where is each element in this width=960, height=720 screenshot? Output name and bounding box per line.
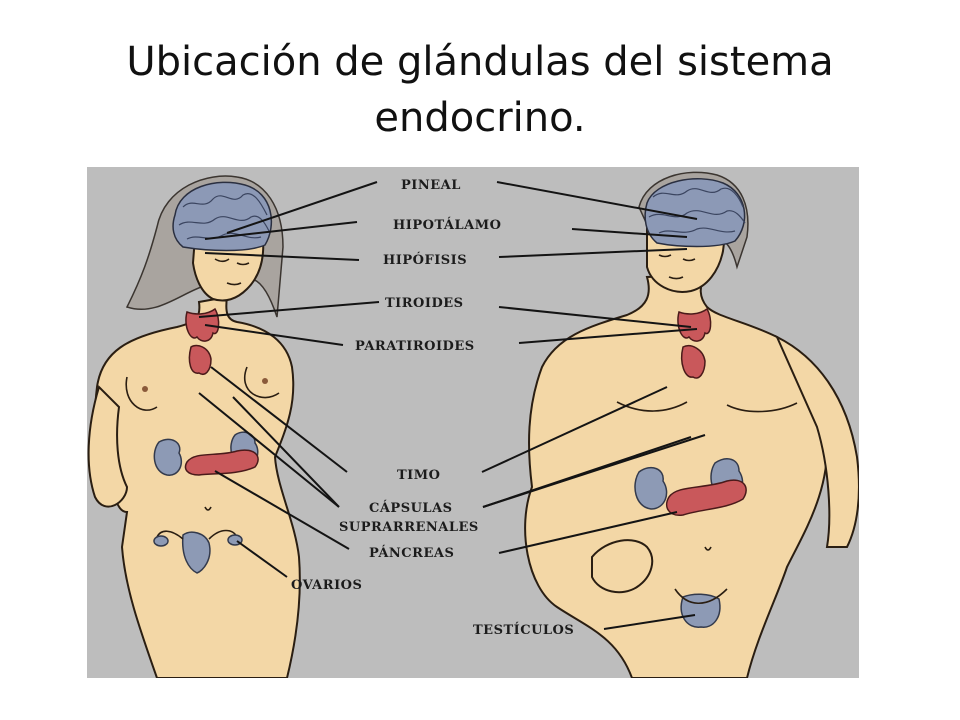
male-pancreas xyxy=(665,479,747,516)
female-pancreas xyxy=(184,449,259,476)
endocrine-diagram-svg: PINEAL HIPOTÁLAMO HIPÓFISIS TIROIDES PAR… xyxy=(87,171,859,678)
label-suprarrenales: SUPRARRENALES xyxy=(339,520,479,535)
female-eyes xyxy=(214,258,250,266)
leader-testiculos xyxy=(603,614,696,630)
leader-ovarios xyxy=(236,540,288,578)
slide-title: Ubicación de glándulas del sistema endoc… xyxy=(60,34,900,146)
leader-tiroides-right xyxy=(498,306,692,328)
female-ovary-left xyxy=(153,535,169,547)
male-brain-gyri xyxy=(648,187,746,234)
female-mouth xyxy=(226,282,242,286)
leader-tiroides-left xyxy=(198,301,380,318)
female-nipple-right xyxy=(262,378,268,384)
male-brain xyxy=(644,178,746,248)
label-timo: TIMO xyxy=(397,468,440,483)
leader-pineal-right xyxy=(496,181,698,220)
female-kidney-left xyxy=(153,438,183,476)
label-hipofisis: HIPÓFISIS xyxy=(383,251,467,268)
leader-capsulas-left-a xyxy=(198,392,340,508)
female-figure xyxy=(87,175,301,678)
leader-pancreas-right xyxy=(498,511,678,554)
female-uterus xyxy=(181,531,211,574)
leader-timo-right xyxy=(481,386,668,473)
male-groin xyxy=(674,588,728,604)
male-navel xyxy=(704,546,712,551)
leader-hipofisis-left xyxy=(204,252,360,261)
label-pineal: PINEAL xyxy=(401,178,461,193)
leader-pineal-left xyxy=(226,181,378,234)
label-testiculos: TESTÍCULOS xyxy=(473,622,574,638)
leader-timo-left xyxy=(210,366,348,473)
male-arm-right xyxy=(774,334,859,548)
leader-hipotalamo-right xyxy=(571,228,688,238)
female-thymus xyxy=(188,344,212,375)
male-figure xyxy=(524,171,859,678)
label-ovarios: OVARIOS xyxy=(291,578,362,593)
label-capsulas: CÁPSULAS xyxy=(369,500,453,516)
leader-pancreas-left xyxy=(214,470,350,550)
male-thymus xyxy=(681,345,706,379)
female-body xyxy=(94,295,301,678)
male-eyes xyxy=(658,254,696,262)
female-breasts xyxy=(125,366,280,411)
female-brain-gyri xyxy=(178,193,270,240)
leader-hipofisis-right xyxy=(498,248,688,258)
slide-title-line-1: Ubicación de glándulas del sistema xyxy=(126,39,834,85)
leader-lines xyxy=(198,181,706,630)
male-mouth xyxy=(668,276,684,280)
labels: PINEAL HIPOTÁLAMO HIPÓFISIS TIROIDES PAR… xyxy=(291,178,574,638)
label-hipotalamo: HIPOTÁLAMO xyxy=(393,217,501,233)
male-thyroid xyxy=(677,307,712,342)
endocrine-diagram: PINEAL HIPOTÁLAMO HIPÓFISIS TIROIDES PAR… xyxy=(87,167,859,678)
female-arm xyxy=(87,385,129,508)
slide-title-line-2: endocrino. xyxy=(374,95,586,141)
leader-hipotalamo-left xyxy=(204,221,358,240)
leader-paratiroides-left xyxy=(204,324,344,346)
female-navel xyxy=(204,506,212,511)
leader-capsulas-right-b xyxy=(482,434,706,508)
male-hand xyxy=(591,539,654,594)
female-nipple-left xyxy=(142,386,148,392)
label-pancreas: PÁNCREAS xyxy=(369,545,454,561)
male-kidney-left xyxy=(634,466,668,510)
label-tiroides: TIROIDES xyxy=(385,296,464,311)
leader-capsulas-left-b xyxy=(232,396,340,508)
male-chest xyxy=(616,401,798,413)
leader-paratiroides-right xyxy=(518,328,698,344)
label-paratiroides: PARATIROIDES xyxy=(355,339,475,354)
